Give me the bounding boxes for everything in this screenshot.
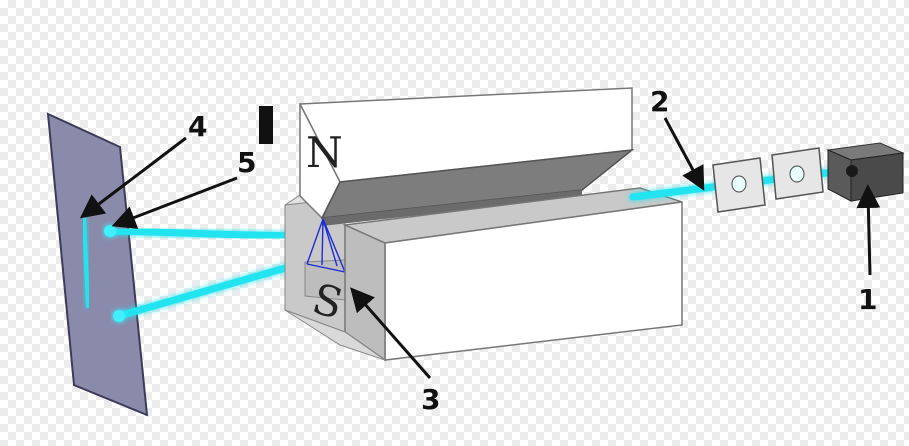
oven: [826, 142, 905, 202]
label-1: 1: [858, 283, 877, 316]
classical-prediction-line: [82, 217, 90, 308]
detector-screen: [46, 112, 149, 417]
south-magnet-front: [284, 187, 683, 362]
field-lines: [306, 218, 346, 273]
north-magnet: [298, 87, 635, 226]
oven-aperture: [846, 165, 858, 177]
collimator-slit-1: [712, 157, 766, 213]
label-3: 3: [421, 383, 440, 416]
north-pole-label: N: [306, 128, 343, 177]
lower-spot: [113, 310, 125, 322]
label-4: 4: [188, 110, 207, 143]
label-arrows: [79, 117, 881, 379]
black-marker: [259, 106, 273, 144]
label-2: 2: [650, 85, 669, 118]
label-5: 5: [237, 146, 256, 179]
upper-spot: [104, 225, 116, 237]
collimator-slit-2: [771, 147, 824, 200]
